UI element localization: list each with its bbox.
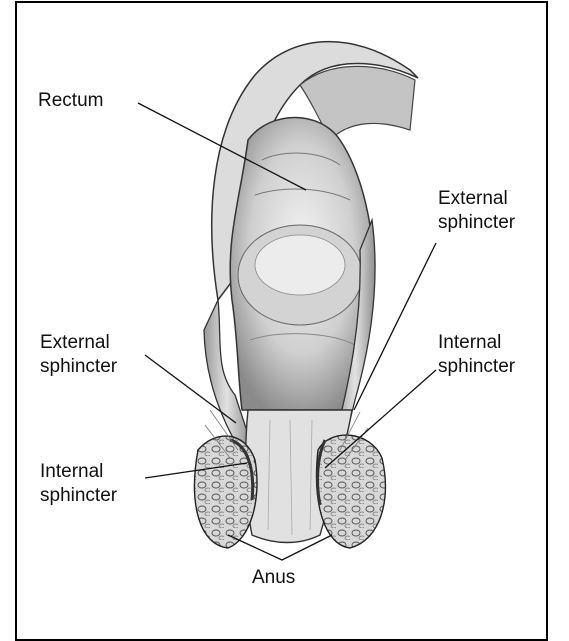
label-external-sphincter-right: External sphincter	[438, 187, 515, 235]
label-internal-sphincter-left: Internal sphincter	[40, 460, 117, 508]
label-anus: Anus	[252, 566, 295, 590]
label-internal-sphincter-right: Internal sphincter	[438, 331, 515, 379]
label-external-sphincter-left: External sphincter	[40, 331, 117, 379]
label-rectum: Rectum	[38, 89, 103, 113]
